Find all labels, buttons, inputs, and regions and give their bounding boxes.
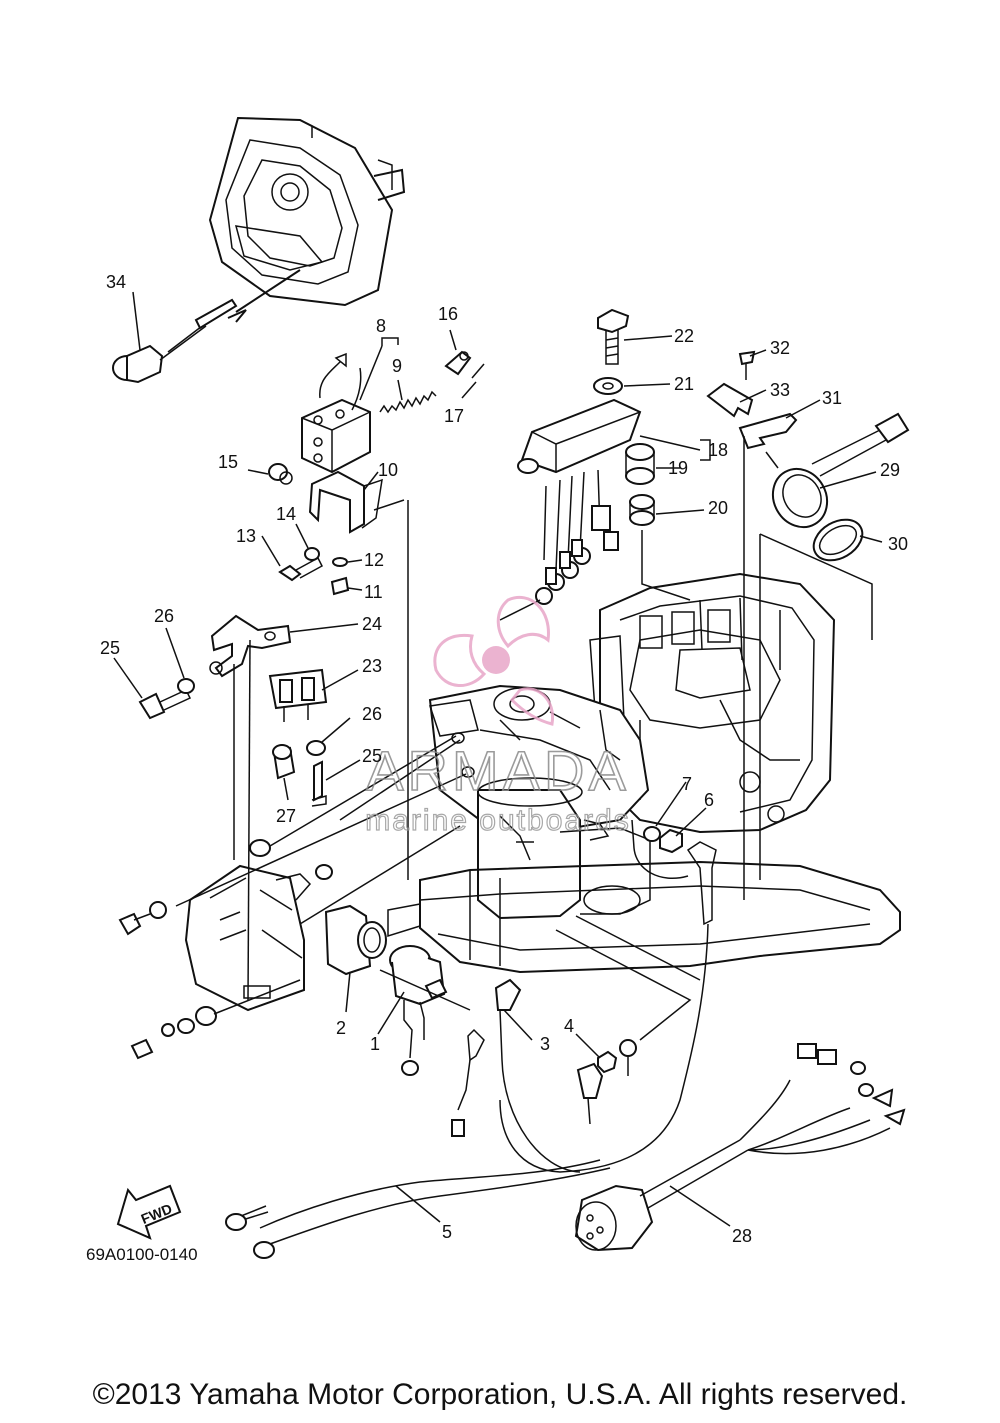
part-13-bolt — [278, 556, 323, 582]
part-14-washer — [304, 547, 320, 561]
callout-15: 15 — [218, 452, 238, 472]
part-grommet-upper — [249, 839, 333, 880]
callout-32: 32 — [770, 338, 790, 358]
callout-2: 2 — [336, 1018, 346, 1038]
callout-24: 24 — [362, 614, 382, 634]
part-10-bracket — [308, 470, 383, 534]
callout-16: 16 — [438, 304, 458, 324]
part-7-washer — [643, 826, 661, 842]
callout-27: 27 — [276, 806, 296, 826]
part-19-grommet — [625, 443, 655, 485]
leader-lines — [113, 291, 883, 1227]
callout-17: 17 — [444, 406, 464, 426]
callout-5: 5 — [442, 1222, 452, 1242]
part-2-relay — [324, 904, 387, 976]
engine-block — [589, 572, 836, 834]
part-18-rectifier — [517, 398, 642, 605]
part-boot — [576, 1062, 604, 1125]
part-27-fuse — [272, 744, 296, 780]
callout-29: 29 — [880, 460, 900, 480]
part-17-pin — [471, 363, 485, 379]
part-terminal-cable — [499, 819, 717, 1173]
callout-14: 14 — [276, 504, 296, 524]
part-34-sensor — [112, 269, 301, 384]
part-26-washer-upper — [177, 678, 195, 694]
callout-7: 7 — [682, 774, 692, 794]
callout-6: 6 — [704, 790, 714, 810]
armada-watermark: ARMADA marine outboards — [365, 595, 630, 838]
part-20-collar — [629, 494, 655, 526]
callout-10: 10 — [378, 460, 398, 480]
copyright-notice: ©2013 Yamaha Motor Corporation, U.S.A. A… — [92, 1378, 908, 1411]
part-11-screw — [330, 576, 350, 596]
callout-4: 4 — [564, 1016, 574, 1036]
part-25-bolt-lower — [311, 760, 327, 807]
callout-25-upper: 25 — [100, 638, 120, 658]
part-33-clip — [706, 382, 754, 418]
part-15-grommet — [268, 463, 293, 485]
part-4-nut — [597, 1050, 618, 1074]
callout-13: 13 — [236, 526, 256, 546]
watermark-brand: ARMADA — [366, 739, 630, 802]
part-5-battery-cable — [225, 1028, 611, 1259]
callout-31: 31 — [822, 388, 842, 408]
part-31-bracket — [738, 412, 798, 469]
callout-21: 21 — [674, 374, 694, 394]
part-34-cover — [208, 116, 406, 307]
part-23-fuse-holder — [268, 668, 328, 722]
callout-11: 11 — [364, 582, 383, 602]
part-bolt-left-1 — [118, 901, 167, 936]
part-8-switch-block — [301, 352, 371, 474]
callout-23: 23 — [362, 656, 382, 676]
callout-28: 28 — [732, 1226, 752, 1246]
part-24-bracket — [209, 614, 292, 678]
callout-22: 22 — [674, 326, 694, 346]
fwd-arrow: FWD — [116, 1184, 182, 1240]
callout-33: 33 — [770, 380, 790, 400]
part-32-screw — [738, 350, 756, 380]
part-26-washer-lower — [306, 740, 326, 756]
callout-8: 8 — [376, 316, 386, 336]
bottom-cowling — [387, 860, 901, 974]
starter-motor — [477, 777, 651, 920]
part-16-terminal — [444, 350, 472, 376]
callout-19: 19 — [668, 458, 688, 478]
callout-12: 12 — [364, 550, 384, 570]
callout-25-lower: 25 — [362, 746, 382, 766]
part-28-harness — [574, 1043, 906, 1252]
callout-26-upper: 26 — [154, 606, 174, 626]
part-bolt-left-2 — [130, 1006, 217, 1060]
watermark-tagline: marine outboards — [365, 804, 630, 837]
callout-18: 18 — [708, 440, 728, 460]
callout-26-lower: 26 — [362, 704, 382, 724]
part-25-bolt-upper — [138, 689, 192, 720]
diagram-code: 69A0100-0140 — [86, 1245, 198, 1264]
callout-3: 3 — [540, 1034, 550, 1054]
part-3-cap — [494, 978, 581, 1173]
callout-9: 9 — [392, 356, 402, 376]
armada-logo-icon — [433, 595, 555, 726]
callout-20: 20 — [708, 498, 728, 518]
callout-34: 34 — [106, 272, 126, 292]
part-12-washer — [332, 557, 348, 567]
callout-30: 30 — [888, 534, 908, 554]
part-22-bolt — [597, 308, 630, 365]
part-29-connector — [771, 412, 910, 529]
part-9-spring — [379, 390, 437, 414]
part-ring-terminal — [619, 1039, 637, 1076]
callout-1: 1 — [370, 1034, 380, 1054]
part-21-washer — [593, 377, 623, 395]
part-30-oring — [812, 518, 864, 562]
part-1-solenoid — [389, 945, 448, 1076]
